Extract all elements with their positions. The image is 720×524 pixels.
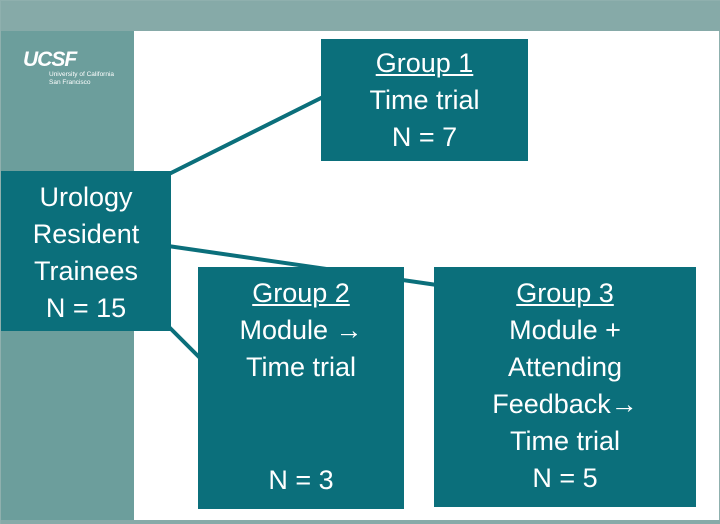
group3-line-3: Feedback→ bbox=[492, 389, 638, 419]
group2-line-2: Time trial bbox=[245, 352, 356, 382]
connector-to-group1 bbox=[160, 95, 324, 180]
source-n: N = 15 bbox=[45, 293, 127, 323]
group3-line-1: Module + bbox=[509, 315, 621, 345]
ucsf-logo: UCSF University of California San Franci… bbox=[23, 49, 114, 87]
group3-box: Group 3 Module + Attending Feedback→ Tim… bbox=[434, 267, 696, 507]
source-box-urology-residents: Urology Resident Trainees N = 15 bbox=[1, 171, 171, 331]
group3-n: N = 5 bbox=[532, 463, 598, 493]
group3-line-2: Attending bbox=[507, 352, 623, 382]
source-line-2: Resident bbox=[32, 219, 140, 249]
top-band bbox=[1, 1, 720, 31]
logo-line-2: San Francisco bbox=[49, 79, 91, 86]
source-line-1: Urology bbox=[39, 182, 133, 212]
group1-box: Group 1 Time trial N = 7 bbox=[321, 39, 528, 161]
group2-title: Group 2 bbox=[252, 278, 350, 308]
group1-title: Group 1 bbox=[375, 48, 474, 78]
logo-line-1: University of California bbox=[49, 71, 115, 78]
group2-n: N = 3 bbox=[268, 465, 334, 495]
group2-line-1: Module → bbox=[239, 315, 363, 345]
group2-box: Group 2 Module → Time trial N = 3 bbox=[198, 267, 404, 509]
source-line-3: Trainees bbox=[33, 256, 139, 286]
bottom-band bbox=[1, 520, 720, 524]
group1-line-1: Time trial bbox=[369, 85, 480, 115]
logo-mark: UCSF bbox=[23, 48, 77, 71]
group3-line-4: Time trial bbox=[509, 426, 620, 456]
group3-title: Group 3 bbox=[516, 278, 614, 308]
group1-n: N = 7 bbox=[391, 122, 458, 152]
